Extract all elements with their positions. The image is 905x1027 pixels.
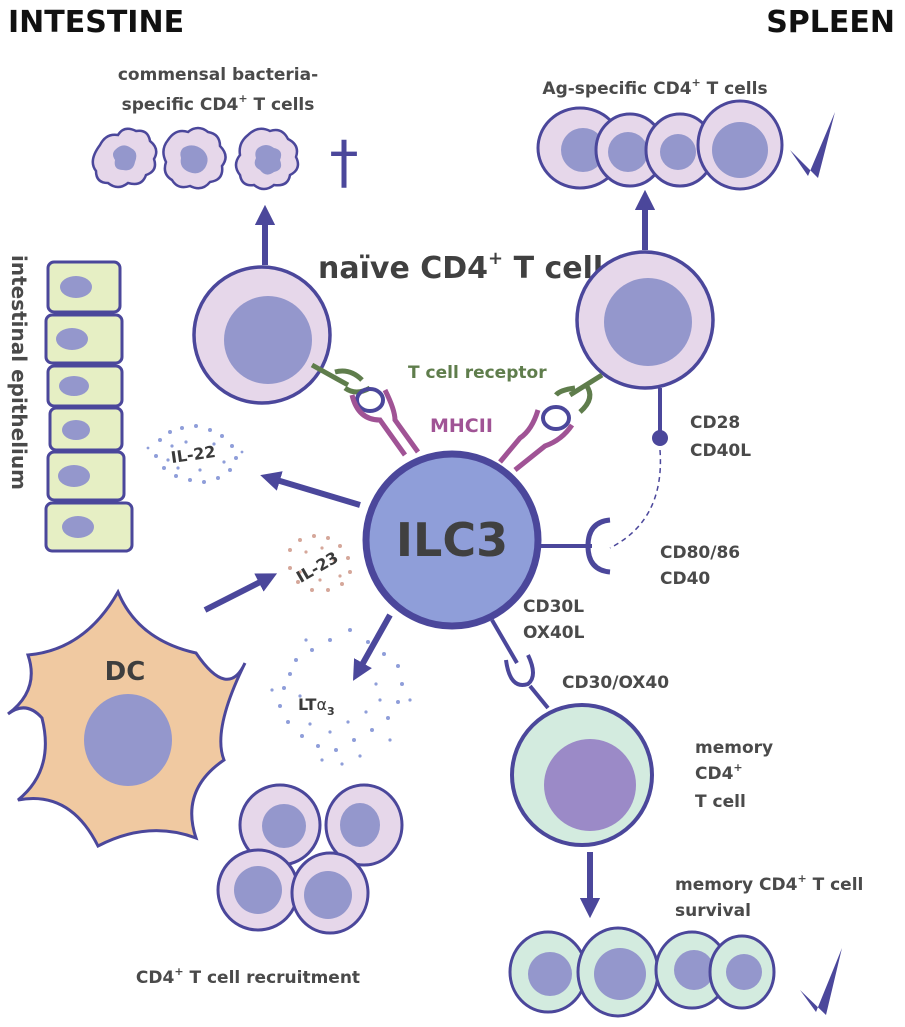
cd80-receptor (585, 517, 611, 575)
intestinal-epithelium (44, 260, 134, 553)
naive-tcell-label: naïve CD4+ T cell (318, 248, 603, 286)
memory-survival-cells (508, 926, 776, 1018)
naive-tcell-left (192, 265, 332, 405)
dying-tcell-3 (234, 127, 300, 191)
arrow-il23 (203, 573, 278, 613)
lta3-cloud (270, 628, 412, 766)
il23-cloud (288, 534, 352, 592)
ag-specific-label: Ag-specific CD4+ T cells (542, 76, 767, 99)
commensal-label-line2: specific CD4+ T cells (122, 92, 315, 115)
spleen-heading: SPLEEN (766, 5, 895, 40)
intestine-heading: INTESTINE (8, 5, 184, 40)
cd80-86-label: CD80/86 (660, 543, 740, 563)
cd28-label: CD28 (690, 413, 740, 433)
cd30l-label: CD30L (523, 597, 584, 617)
mhcii-label: MHCII (430, 415, 493, 437)
arrow-lta3 (353, 613, 393, 681)
memory-label-line2: CD4+ (695, 761, 743, 784)
il23-label: IL-23 (293, 548, 342, 587)
dc-label: DC (105, 657, 146, 687)
memory-tcell (510, 703, 654, 847)
lta3-label: LTα3 (298, 695, 335, 718)
cd40l-label: CD40L (690, 441, 751, 461)
recruited-tcells (216, 783, 404, 935)
ilc3-cell (362, 450, 542, 630)
cd28-ligand (652, 430, 668, 446)
survival-label-line1: memory CD4+ T cell (675, 872, 863, 895)
mhcii-left (349, 387, 421, 457)
costim-interaction-line (609, 449, 662, 549)
ilc3-label: ILC3 (396, 513, 508, 567)
cd30-ox40-label: CD30/OX40 (562, 673, 669, 693)
tcr-left (310, 362, 372, 395)
mhcii-right (498, 405, 575, 472)
cd30l-stalk (490, 618, 519, 665)
dendritic-cell (7, 588, 247, 849)
dying-tcell-2 (162, 126, 227, 190)
recruitment-label: CD4+ T cell recruitment (136, 965, 360, 988)
cd30-receptor (504, 654, 535, 687)
cd30-stalk (528, 684, 550, 710)
ag-specific-tcells (536, 99, 784, 191)
dagger-icon: † (330, 128, 359, 196)
cd40-label: CD40 (660, 569, 710, 589)
dying-tcell-1 (91, 127, 158, 189)
naive-tcell-right (575, 250, 715, 390)
intestinal-epithelium-label: intestinal epithelium (7, 255, 31, 490)
il22-cloud (146, 424, 244, 484)
tcr-label: T cell receptor (408, 363, 547, 383)
ox40l-label: OX40L (523, 623, 585, 643)
memory-label-line3: T cell (695, 792, 746, 812)
arrow-il22 (260, 471, 361, 508)
checkmark-icon (800, 948, 842, 1015)
commensal-label-line1: commensal bacteria- (118, 65, 318, 85)
survival-label-line2: survival (675, 901, 751, 921)
tcr-right (554, 372, 604, 414)
il22-label: IL-22 (170, 442, 217, 467)
checkmark-icon (790, 112, 835, 178)
memory-label-line1: memory (695, 738, 773, 758)
